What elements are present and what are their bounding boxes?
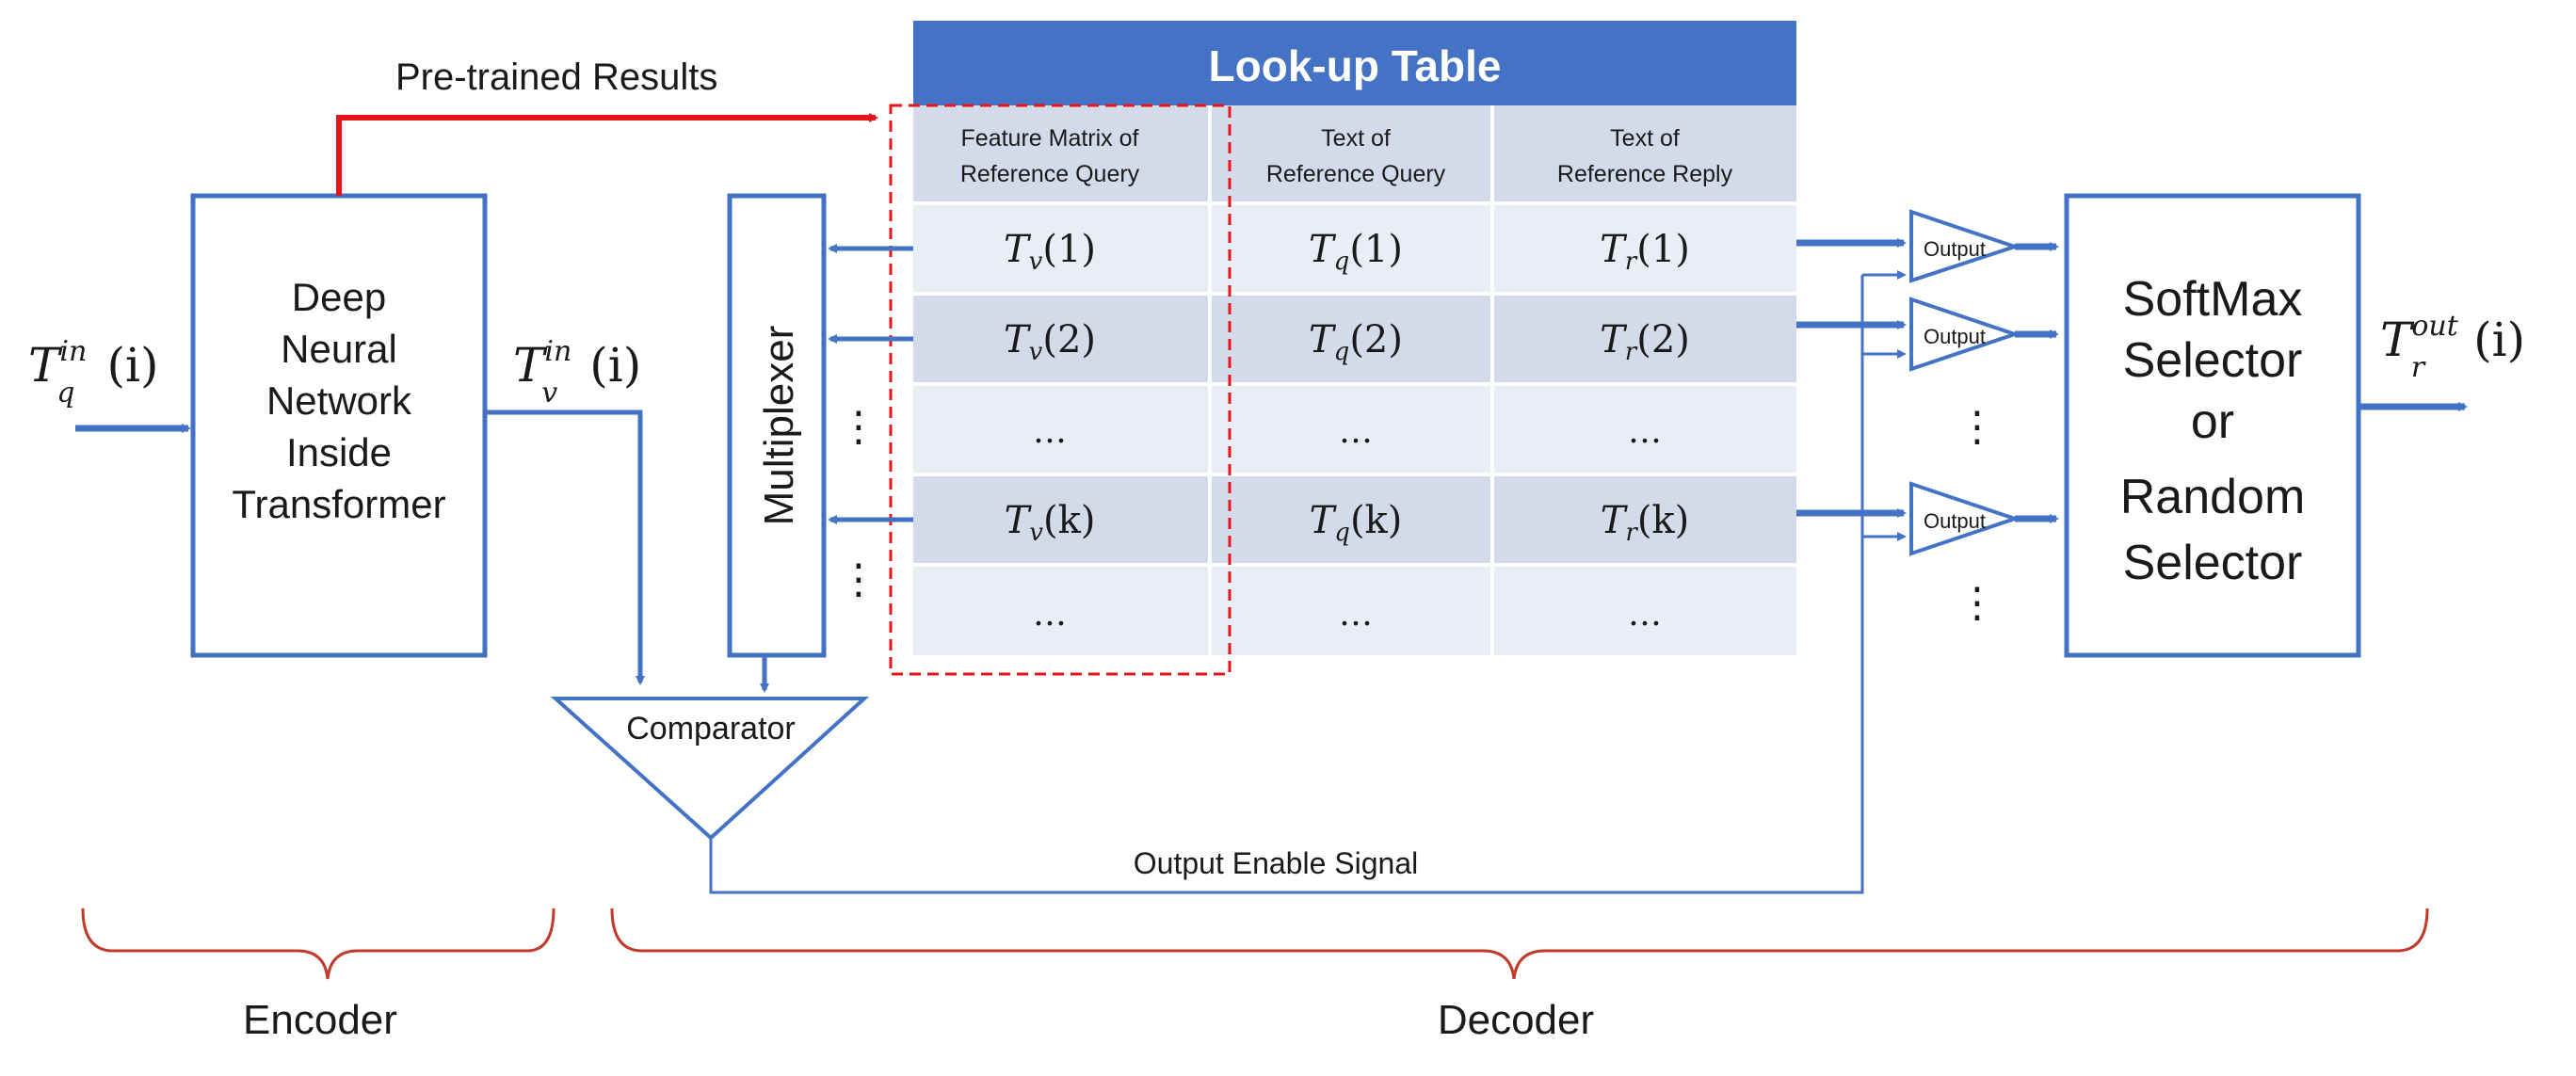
buffer-dots-1: ⋮	[1956, 404, 1998, 450]
cell-feature-5: …	[1033, 595, 1067, 634]
header-2-line-2: Reference Query	[1266, 161, 1446, 187]
cell-feature-k: Tv(k)	[1005, 499, 1096, 547]
lookup-table-header-3: Text of Reference Reply	[1557, 125, 1733, 187]
cell-query-5: …	[1339, 595, 1373, 634]
feature-to-comparator-arrow	[485, 410, 645, 685]
output-buffer-k-label: Output	[1924, 509, 1986, 533]
cell-reply-5: …	[1628, 595, 1662, 634]
decoder-label: Decoder	[1438, 997, 1594, 1043]
dnn-line-4: Inside	[286, 430, 392, 474]
output-enable-line	[709, 275, 1864, 894]
selector-box	[2064, 193, 2361, 658]
dnn-line-2: Neural	[281, 327, 397, 371]
cell-feature-3: …	[1033, 412, 1067, 451]
dnn-line-5: Transformer	[232, 482, 445, 526]
decoder-brace	[610, 907, 2429, 980]
dnn-box	[190, 193, 488, 658]
selector-line-3: or	[2191, 394, 2234, 449]
cell-reply-1: Tr(1)	[1600, 228, 1690, 276]
lookup-table-title: Look-up Table	[1209, 41, 1502, 90]
encoder-label: Encoder	[243, 997, 397, 1043]
feature-column-highlight	[889, 104, 1232, 676]
mux-dots-2: ⋮	[838, 556, 879, 602]
dnn-label: Deep Neural Network Inside Transformer	[232, 275, 445, 526]
lookup-table-header-2: Text of Reference Query	[1266, 125, 1446, 187]
selector-line-1: SoftMax	[2123, 272, 2303, 327]
selector-line-2: Selector	[2123, 333, 2303, 388]
pretrained-arrow	[336, 113, 878, 196]
header-1-line-1: Feature Matrix of	[961, 125, 1139, 152]
output-buffer-2-label: Output	[1924, 325, 1986, 348]
header-3-line-1: Text of	[1610, 125, 1680, 152]
lookup-table-header-row	[913, 105, 1796, 203]
cell-reply-3: …	[1628, 412, 1662, 451]
lookup-table-title-bar	[913, 21, 1796, 105]
enable-branches	[1862, 270, 1907, 541]
output-buffer-2: Output	[1909, 297, 2021, 372]
selector-label: SoftMax Selector or Random Selector	[2120, 272, 2306, 590]
selector-line-5: Selector	[2123, 536, 2303, 590]
lookup-table-row-3	[913, 384, 1796, 474]
comparator-shape	[550, 697, 870, 841]
table-to-buffer-arrows	[1796, 238, 1907, 518]
mux-dots-1: ⋮	[838, 404, 879, 450]
output-buffer-1-label: Output	[1924, 237, 1986, 261]
lookup-table-separators	[913, 105, 1796, 655]
cell-feature-2: Tv(2)	[1004, 318, 1096, 366]
output-enable-label: Output Enable Signal	[1134, 846, 1418, 880]
selector-line-4: Random	[2120, 470, 2306, 524]
header-1-line-2: Reference Query	[960, 161, 1140, 187]
cell-reply-2: Tr(2)	[1600, 318, 1690, 366]
dnn-line-1: Deep	[292, 275, 386, 319]
multiplexer-box	[727, 193, 827, 658]
cell-query-3: …	[1339, 412, 1373, 451]
cell-query-k: Tq(k)	[1310, 499, 1403, 547]
lookup-table: Look-up Table Feature Matrix of Referenc…	[889, 21, 1796, 676]
output-buffer-1: Output	[1909, 209, 2021, 283]
multiplexer-label: Multiplexer	[756, 326, 802, 526]
lookup-table-row-1	[913, 203, 1796, 294]
lookup-table-header-1: Feature Matrix of Reference Query	[960, 125, 1140, 187]
cell-query-2: Tq(2)	[1309, 318, 1403, 366]
dnn-line-3: Network	[266, 378, 412, 423]
table-to-mux-arrows	[828, 244, 913, 524]
cell-reply-k: Tr(k)	[1601, 499, 1690, 547]
lookup-table-row-2	[913, 294, 1796, 384]
output-buffer-k: Output	[1909, 481, 2021, 556]
header-3-line-2: Reference Reply	[1557, 161, 1733, 187]
cell-feature-1: Tv(1)	[1004, 228, 1096, 276]
pretrained-label: Pre-trained Results	[395, 56, 717, 98]
header-2-line-1: Text of	[1321, 125, 1391, 152]
lookup-table-row-5	[913, 565, 1796, 655]
lookup-table-cells: Tv(1) Tq(1) Tr(1) Tv(2) Tq(2) Tr(2) … … …	[1004, 228, 1690, 634]
encoder-brace	[81, 907, 555, 980]
buffer-to-selector-arrows	[2015, 242, 2059, 523]
comparator-label: Comparator	[626, 711, 796, 747]
buffer-dots-2: ⋮	[1956, 580, 1998, 626]
cell-query-1: Tq(1)	[1309, 228, 1403, 276]
lookup-table-row-4	[913, 474, 1796, 565]
